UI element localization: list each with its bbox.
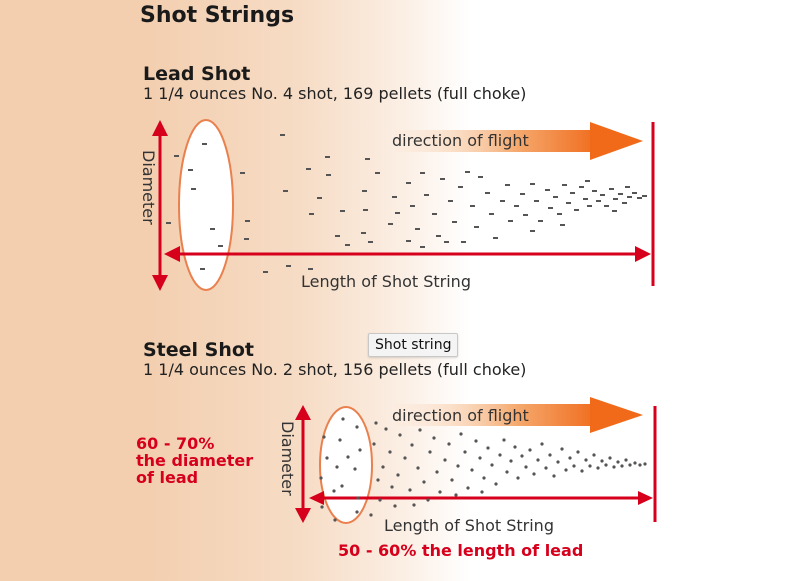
lead-diameter-label: Diameter bbox=[139, 150, 158, 225]
page-title: Shot Strings bbox=[140, 3, 295, 28]
lead-length-arrow-icon bbox=[164, 246, 651, 262]
steel-diagram bbox=[295, 397, 657, 524]
lead-diameter-arrow-icon bbox=[152, 120, 168, 291]
lead-direction-label: direction of flight bbox=[392, 131, 529, 150]
steel-direction-label: direction of flight bbox=[392, 406, 529, 425]
steel-length-note: 50 - 60% the length of lead bbox=[338, 541, 584, 560]
lead-subtitle: 1 1/4 ounces No. 4 shot, 169 pellets (fu… bbox=[143, 84, 527, 103]
steel-direction-arrow-icon bbox=[395, 397, 643, 433]
tooltip: Shot string bbox=[368, 333, 459, 357]
steel-subtitle: 1 1/4 ounces No. 2 shot, 156 pellets (fu… bbox=[143, 360, 527, 379]
steel-diameter-arrow-icon bbox=[295, 405, 311, 523]
lead-pattern-ellipse bbox=[178, 119, 234, 291]
lead-length-label: Length of Shot String bbox=[301, 272, 471, 291]
steel-heading: Steel Shot bbox=[143, 339, 255, 361]
lead-diagram bbox=[152, 119, 655, 291]
lead-pellets bbox=[166, 134, 647, 273]
steel-diameter-label: Diameter bbox=[278, 421, 297, 496]
steel-pellets bbox=[319, 417, 647, 522]
steel-diameter-note: 60 - 70% the diameter of lead bbox=[136, 434, 254, 487]
steel-length-label: Length of Shot String bbox=[384, 516, 554, 535]
steel-pattern-ellipse bbox=[319, 406, 373, 524]
steel-length-arrow-icon bbox=[309, 491, 653, 505]
lead-heading: Lead Shot bbox=[143, 63, 251, 85]
lead-direction-arrow-icon bbox=[395, 122, 643, 160]
